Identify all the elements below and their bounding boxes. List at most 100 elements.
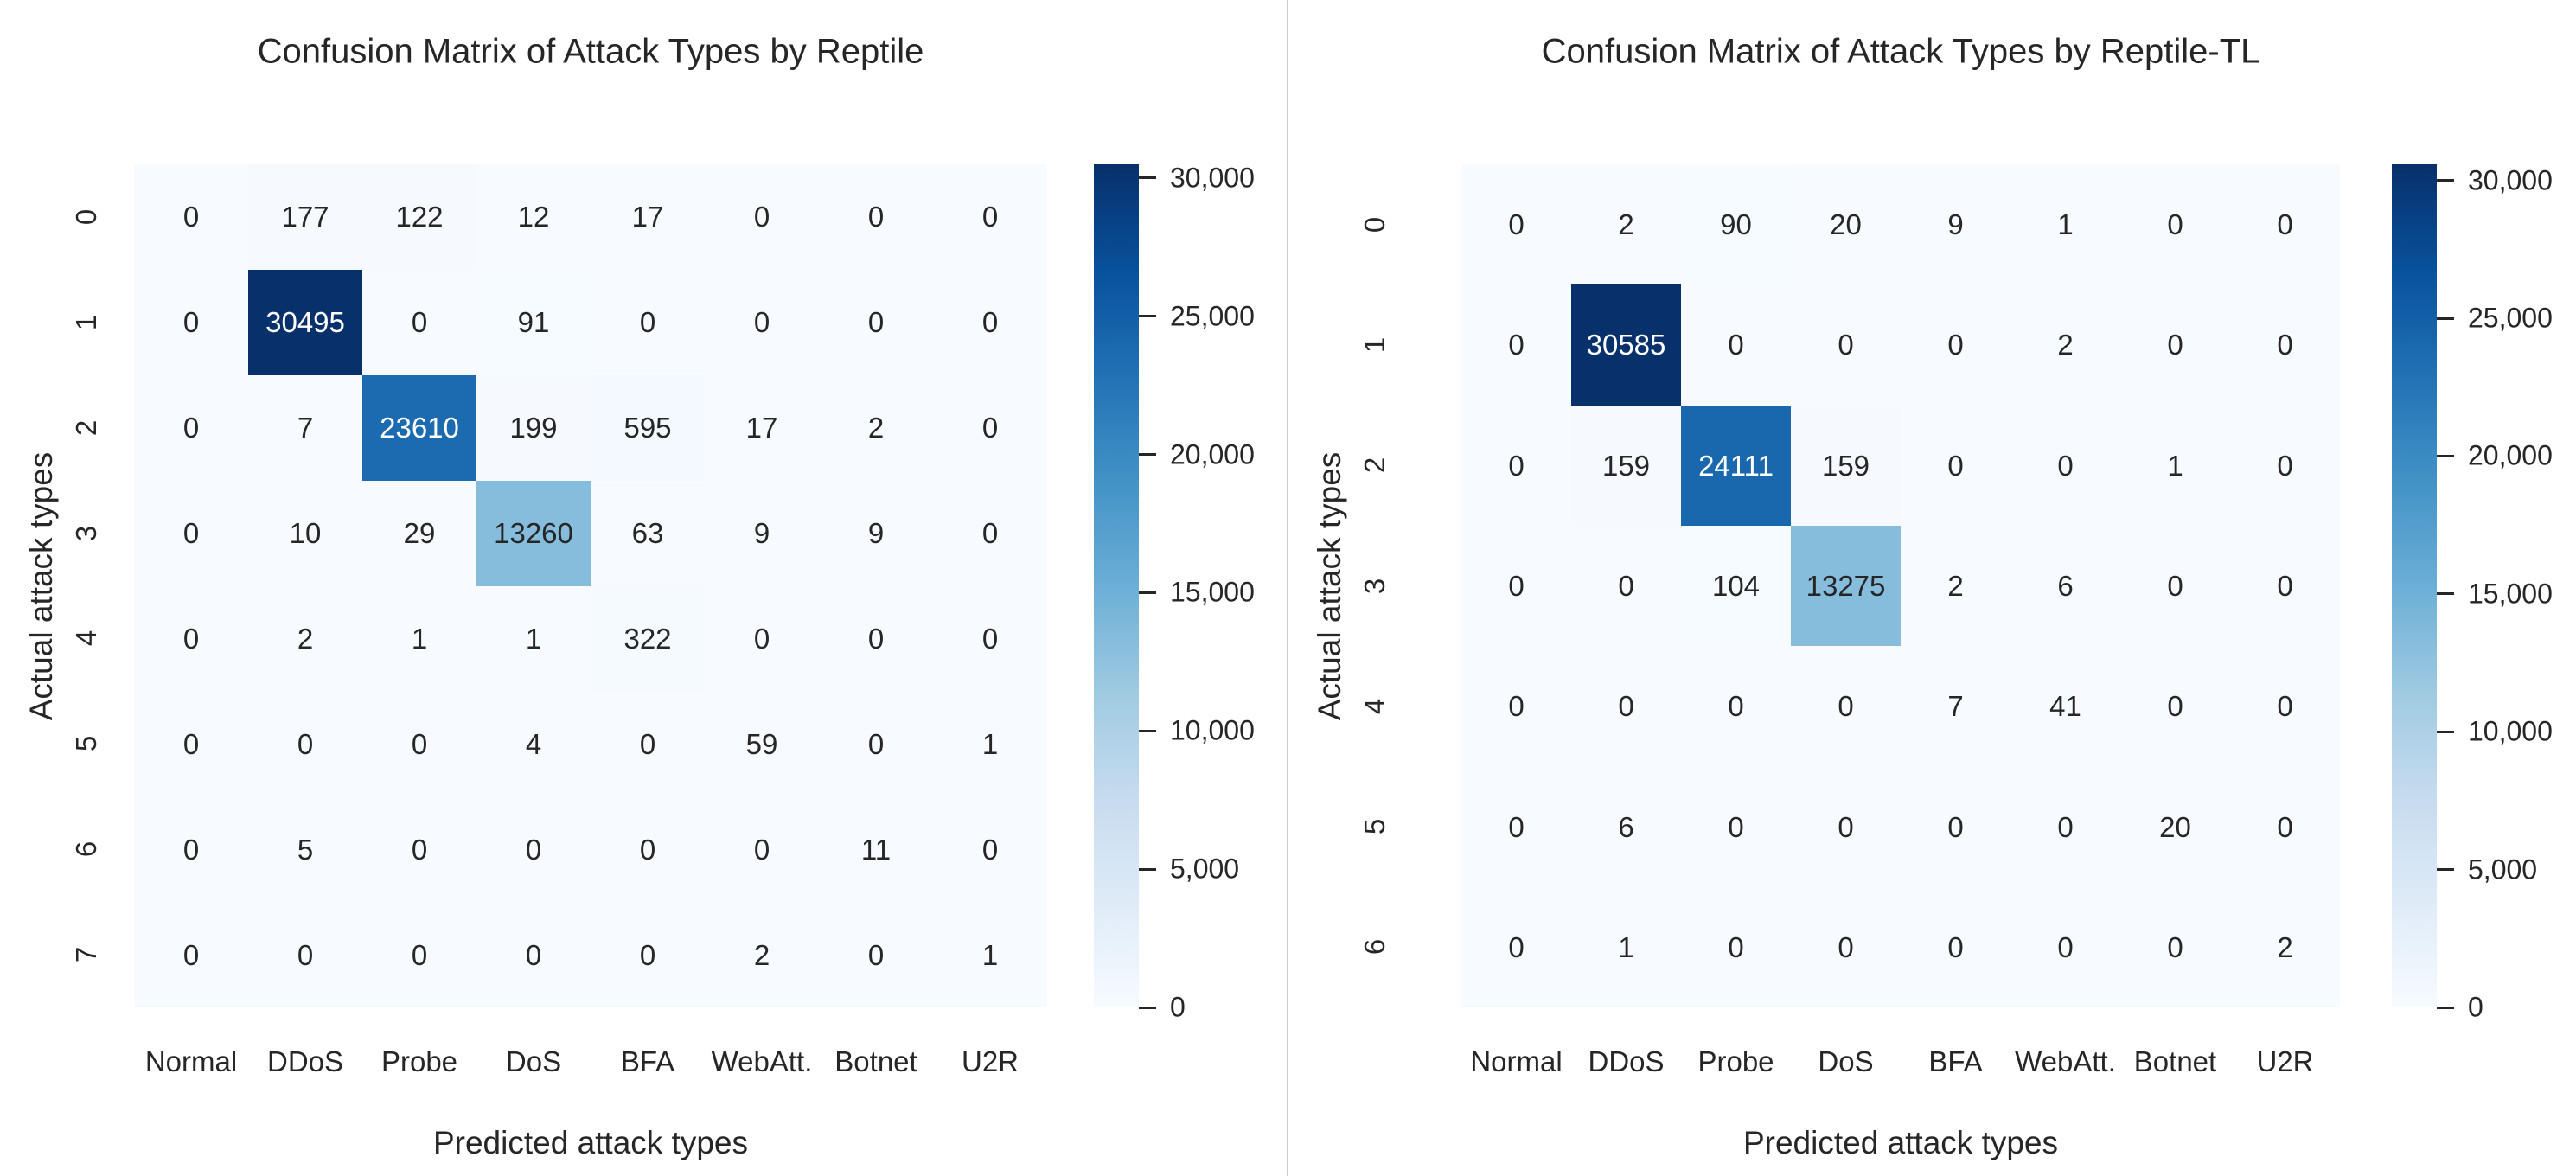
colorbar-tick-mark [2437,868,2454,872]
y-tick-label: 0 [70,208,102,226]
y-tick-label: 4 [1358,698,1390,714]
confusion-matrix-reptile-tl-panel: Confusion Matrix of Attack Types by Rept… [1288,0,2576,1176]
colorbar-tick-mark [1139,867,1156,871]
heatmap-cell: 0 [933,374,1047,481]
colorbar-tick-label: 30,000 [2468,164,2553,196]
heatmap-cell: 0 [134,691,248,797]
heatmap-cell: 0 [1901,886,2010,1007]
colorbar-tick-label: 15,000 [1170,576,1255,608]
heatmap-cell: 13260 [476,480,591,586]
heatmap-cell: 0 [134,269,248,375]
heatmap-cell: 0 [933,269,1047,375]
heatmap-cell: 2 [248,585,362,692]
heatmap-cell: 0 [362,269,476,375]
colorbar-tick-mark [1139,315,1156,318]
heatmap-cell: 0 [362,691,476,797]
heatmap-cell: 0 [2230,405,2340,526]
colorbar-tick-mark [1139,1006,1156,1009]
heatmap-cell: 0 [134,480,248,586]
heatmap-cell: 0 [2010,766,2120,887]
colorbar-tick-label: 5,000 [2468,853,2538,885]
heatmap-cell: 0 [1681,646,1791,767]
colorbar-tick-mark [1139,591,1156,594]
colorbar-tick-label: 15,000 [2468,578,2553,610]
heatmap-cell: 0 [134,585,248,692]
colorbar [2392,164,2437,1007]
heatmap-cell: 0 [819,164,933,270]
heatmap-cell: 0 [705,585,819,692]
heatmap-cell: 7 [1901,646,2010,767]
heatmap-cell: 2 [2010,284,2120,406]
heatmap-cell: 1 [362,585,476,692]
heatmap-cell: 0 [1681,284,1791,406]
heatmap-cell: 0 [705,269,819,375]
heatmap-cell: 0 [1901,284,2010,406]
heatmap-cell: 0 [819,585,933,692]
heatmap-cell: 0 [2120,886,2230,1007]
heatmap-cell: 0 [134,374,248,481]
y-tick-label: 6 [1358,939,1390,956]
heatmap-cell: 0 [591,902,705,1007]
heatmap-cell: 0 [1461,886,1571,1007]
heatmap-cell: 0 [362,902,476,1007]
heatmap-cell: 177 [248,164,362,270]
y-tick-label: 1 [1358,336,1390,354]
heatmap-cell: 20 [2120,766,2230,887]
heatmap-cell: 5 [248,796,362,903]
x-tick-label: Botnet [2133,1045,2217,1077]
heatmap-cell: 9 [705,480,819,586]
x-tick-label: DDoS [1588,1045,1665,1077]
heatmap-cell: 0 [933,164,1047,270]
colorbar-tick-mark [2437,1006,2454,1009]
colorbar-tick-label: 30,000 [1170,162,1255,194]
heatmap-cell: 0 [2010,405,2120,526]
heatmap-cell: 13275 [1791,525,1901,647]
heatmap-cell: 0 [134,164,248,270]
heatmap-cell: 0 [1571,646,1681,767]
panel-divider [1287,0,1288,1176]
heatmap-cell: 59 [705,691,819,797]
y-tick-label: 3 [70,525,102,541]
colorbar-tick-label: 0 [1170,991,1186,1023]
colorbar-tick-mark [1139,729,1156,732]
heatmap-cell: 7 [248,374,362,481]
heatmap-cell: 41 [2010,646,2120,767]
heatmap-cell: 30585 [1571,284,1681,406]
heatmap-cell: 0 [134,902,248,1007]
heatmap-cell: 20 [1791,164,1901,285]
colorbar-tick-label: 20,000 [1170,438,1255,470]
heatmap-cell: 0 [1461,405,1571,526]
heatmap-cell: 0 [2230,164,2340,285]
heatmap-cell: 2 [1571,164,1681,285]
heatmap-cell: 11 [819,796,933,903]
colorbar [1094,164,1139,1007]
colorbar-tick-label: 10,000 [1170,714,1255,746]
y-tick-label: 0 [1358,216,1390,233]
y-tick-label: 5 [70,736,102,752]
heatmap-cell: 0 [1461,646,1571,767]
heatmap-cell: 595 [591,374,705,481]
heatmap-cell: 0 [1681,886,1791,1007]
colorbar-tick-mark [1139,453,1156,457]
heatmap-cell: 0 [362,796,476,903]
x-tick-label: U2R [2256,1045,2314,1077]
heatmap-cell: 0 [248,691,362,797]
heatmap-cell: 1 [476,585,591,692]
y-tick-label: 2 [70,419,102,436]
heatmap-cell: 1 [2010,164,2120,285]
heatmap-cell: 159 [1571,405,1681,526]
heatmap-cell: 0 [1571,525,1681,647]
heatmap-cell: 24111 [1681,405,1791,526]
y-tick-label: 6 [70,841,102,858]
colorbar-tick-mark [2437,730,2454,733]
colorbar-tick-mark [2437,179,2454,182]
heatmap-cell: 29 [362,480,476,586]
x-tick-label: BFA [1928,1045,1983,1077]
heatmap-cell: 0 [819,269,933,375]
heatmap-cell: 0 [1791,646,1901,767]
y-axis-label: Actual attack types [1312,451,1347,720]
heatmap-cell: 12 [476,164,591,270]
heatmap-cell: 23610 [362,374,476,481]
heatmap-cell: 0 [2120,284,2230,406]
heatmap-cell: 63 [591,480,705,586]
